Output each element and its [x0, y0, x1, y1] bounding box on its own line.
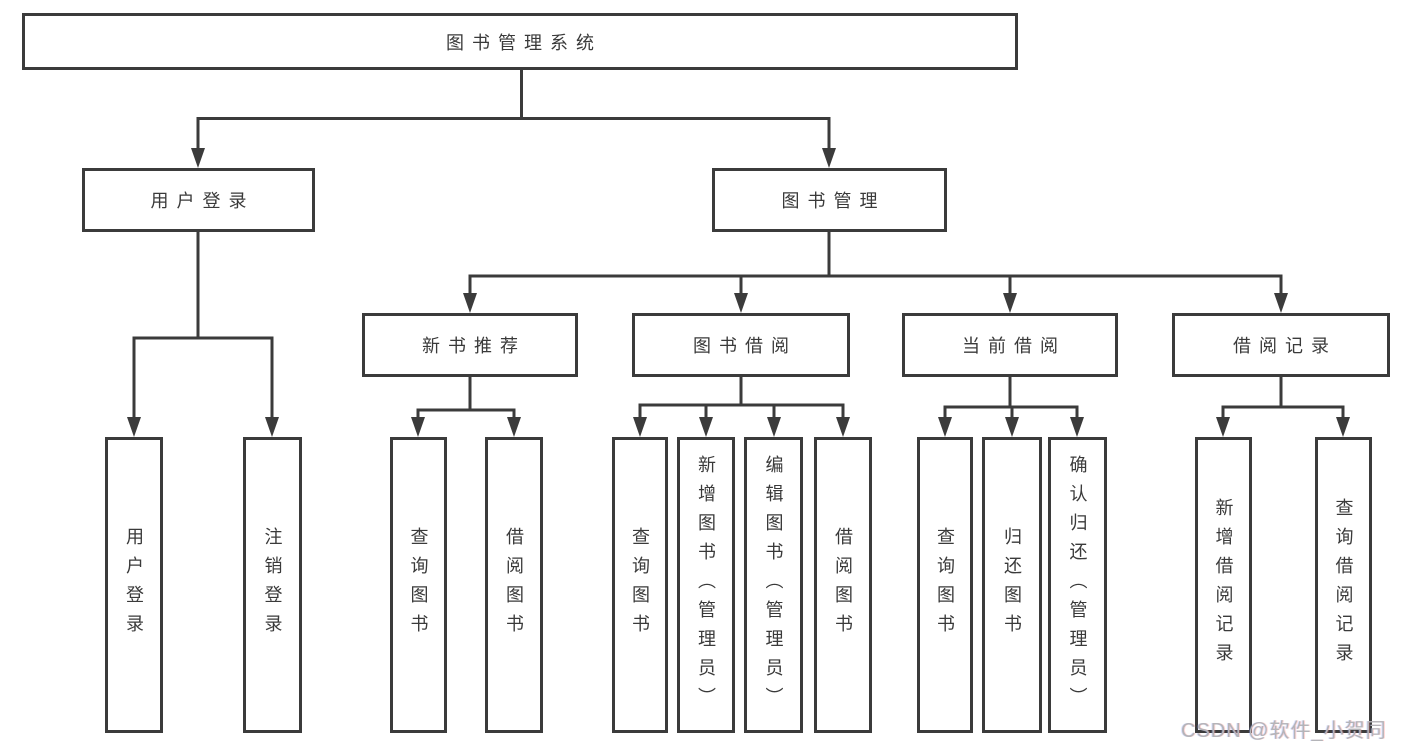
leaf-borrow-books-1: 借阅图书: [485, 437, 543, 733]
csdn-watermark: CSDN @软件_小贺同学: [1181, 720, 1387, 742]
leaf-return-book: 归还图书: [982, 437, 1042, 733]
node-book-borrow: 图书借阅: [632, 313, 850, 377]
node-user-login: 用户登录: [82, 168, 315, 232]
leaf-borrow-books-2: 借阅图书: [814, 437, 872, 733]
node-book-management: 图书管理: [712, 168, 947, 232]
leaf-query-books-1: 查询图书: [390, 437, 447, 733]
leaf-query-books-3: 查询图书: [917, 437, 973, 733]
leaf-query-books-2: 查询图书: [612, 437, 668, 733]
leaf-query-borrow-record: 查询借阅记录: [1315, 437, 1372, 733]
leaf-confirm-return-admin: 确认归还（管理员）: [1048, 437, 1107, 733]
node-root-system: 图书管理系统: [22, 13, 1018, 70]
node-current-borrow: 当前借阅: [902, 313, 1118, 377]
leaf-add-borrow-record: 新增借阅记录: [1195, 437, 1252, 733]
leaf-user-login: 用户登录: [105, 437, 163, 733]
node-borrow-records: 借阅记录: [1172, 313, 1390, 377]
leaf-edit-book-admin: 编辑图书（管理员）: [744, 437, 803, 733]
node-new-book-recommend: 新书推荐: [362, 313, 578, 377]
arrowheads: [127, 148, 1350, 437]
leaf-logout-login: 注销登录: [243, 437, 302, 733]
leaf-add-book-admin: 新增图书（管理员）: [677, 437, 735, 733]
